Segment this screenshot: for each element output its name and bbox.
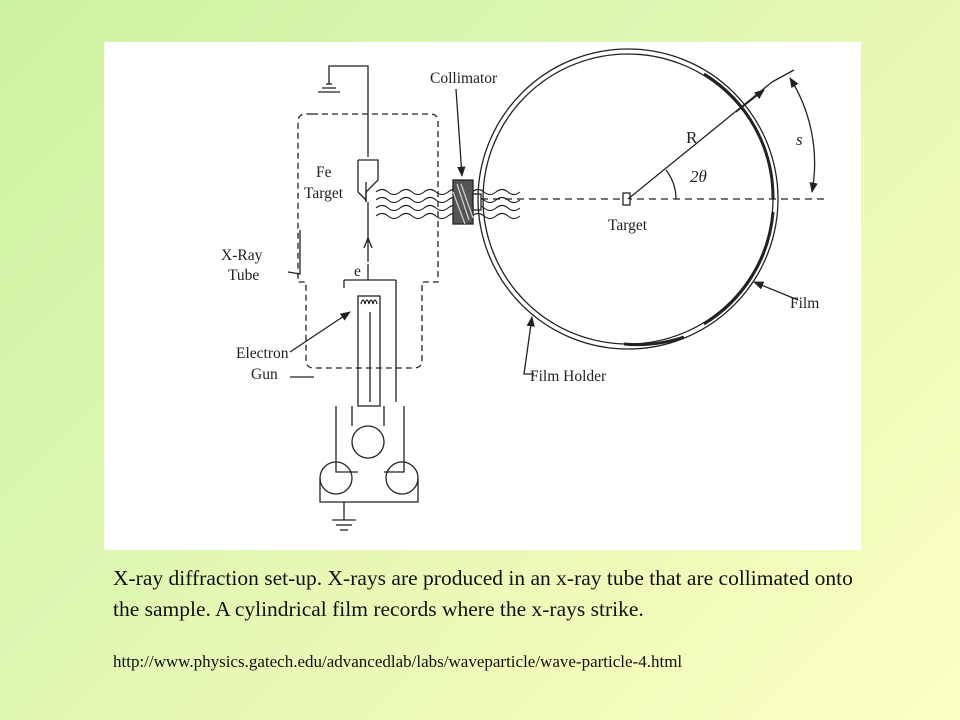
label-gun: Gun: [251, 366, 278, 383]
fe-target: [357, 159, 379, 262]
xray-diffraction-diagram: Collimator Fe Target X-Ray Tube e Electr…: [221, 48, 824, 531]
label-film: Film: [790, 295, 819, 312]
label-target-fe: Target: [304, 185, 344, 202]
source-url: http://www.physics.gatech.edu/advancedla…: [113, 652, 683, 671]
label-arc-length: s: [796, 130, 803, 149]
bottom-ground-icon: [332, 519, 356, 531]
label-collimator: Collimator: [430, 70, 498, 87]
caption: X-ray diffraction set-up. X-rays are pro…: [113, 566, 853, 621]
top-ground-icon: [318, 65, 369, 114]
arc-length-s: [789, 77, 818, 194]
electron-gun: [289, 264, 397, 407]
label-film-holder: Film Holder: [530, 368, 607, 385]
label-xray: X-Ray: [221, 247, 263, 264]
xray-beam-waves: [375, 188, 521, 220]
collimator: [452, 88, 482, 225]
label-radius: R: [686, 128, 698, 147]
meter-circuit: [319, 406, 419, 520]
label-two-theta: 2θ: [690, 167, 707, 186]
sample-target: [622, 192, 631, 206]
film-holder-ring: [477, 48, 779, 350]
diagram-panel: Collimator Fe Target X-Ray Tube e Electr…: [104, 42, 861, 550]
label-electron-e: e: [354, 263, 361, 280]
label-fe: Fe: [316, 164, 332, 181]
label-electron: Electron: [236, 345, 289, 362]
radius-line: [627, 81, 773, 200]
label-target-sample: Target: [608, 217, 648, 234]
label-tube: Tube: [228, 267, 259, 284]
angle-arc: [665, 169, 677, 200]
